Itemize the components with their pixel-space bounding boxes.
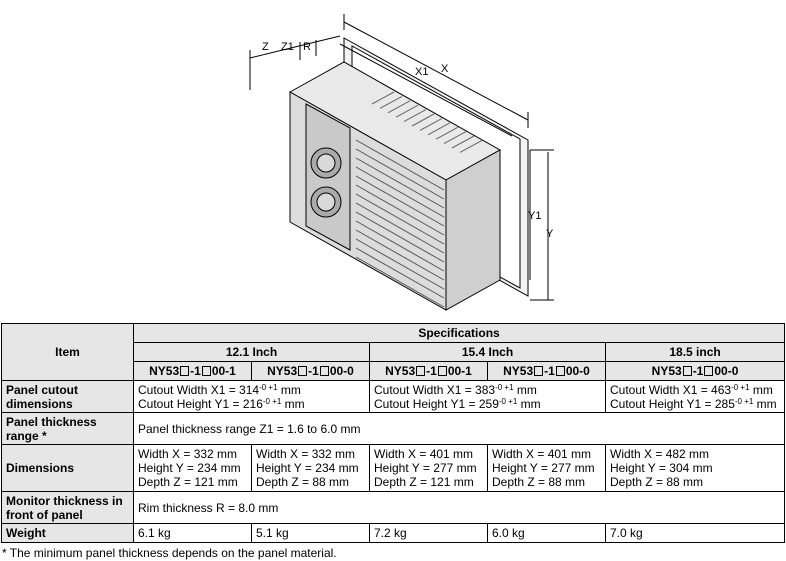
table-row: Monitor thickness in front of panel Rim … (1, 491, 786, 524)
heatsink-fin (355, 139, 445, 191)
top-vent-slot (395, 104, 419, 118)
placeholder-box-icon (319, 366, 329, 376)
table-row: Weight 6.1 kg 5.1 kg 7.2 kg 6.0 kg 7.0 k… (1, 523, 786, 543)
weight-cell: 6.1 kg (133, 523, 252, 543)
size-header-15-4: 15.4 Inch (369, 342, 606, 362)
weight-cell: 5.1 kg (251, 523, 370, 543)
weight-cell: 7.2 kg (369, 523, 488, 543)
footnote-mark: * (2, 546, 7, 560)
heatsink-fin (355, 166, 445, 218)
item-header: Item (1, 323, 134, 381)
specifications-header: Specifications (132, 323, 786, 343)
dim-label-r: R (303, 41, 311, 53)
footnote-text: The minimum panel thickness depends on t… (9, 546, 337, 560)
placeholder-box-icon (704, 366, 714, 376)
weight-cell: 6.0 kg (487, 523, 606, 543)
top-vent-slot (451, 135, 475, 149)
heatsink-fin (355, 184, 445, 236)
heatsink-fin (355, 220, 445, 272)
heatsink-fin (355, 202, 445, 254)
heatsink-fin (355, 256, 445, 308)
placeholder-box-icon (555, 366, 565, 376)
top-vent-slot (435, 126, 459, 140)
placeholder-box-icon (201, 366, 211, 376)
cutout-cell: Cutout Width X1 = 383-0 +1 mm Cutout Hei… (369, 380, 606, 413)
top-vent-slot (411, 113, 435, 127)
placeholder-box-icon (682, 366, 692, 376)
row-label-monitor: Monitor thickness in front of panel (1, 491, 134, 524)
dim-label-x1: X1 (415, 66, 428, 78)
dim-label-z: Z (262, 41, 269, 53)
placeholder-box-icon (437, 366, 447, 376)
top-vent-slot (419, 117, 443, 131)
row-label-weight: Weight (1, 523, 134, 543)
dim-label-y: Y (546, 228, 554, 240)
top-vent-slot (443, 131, 467, 145)
placeholder-box-icon (416, 366, 426, 376)
heatsink-fin (355, 247, 445, 299)
heatsink-fin (355, 157, 445, 209)
monitor-cell: Rim thickness R = 8.0 mm (132, 491, 786, 524)
heatsink-fin (355, 211, 445, 263)
footnote: * The minimum panel thickness depends on… (2, 546, 337, 560)
placeholder-box-icon (298, 366, 308, 376)
row-label-thickness: Panel thickness range * (1, 412, 134, 445)
size-header-18-5: 18.5 inch (604, 342, 786, 362)
placeholder-box-icon (534, 366, 544, 376)
specifications-table: Item Specifications 12.1 Inch 15.4 Inch … (1, 323, 786, 543)
product-dimension-drawing: Z Z1 R X1 X Y1 Y (249, 14, 554, 311)
dim-label-y1: Y1 (528, 210, 541, 222)
heatsink-fin (355, 193, 445, 245)
heatsink-fin (355, 229, 445, 281)
heatsink-fin (355, 238, 445, 290)
dim-label-x: X (441, 63, 449, 75)
row-label-dimensions: Dimensions (1, 444, 134, 492)
thickness-cell: Panel thickness range Z1 = 1.6 to 6.0 mm (132, 412, 786, 445)
top-vent-slot (427, 122, 451, 136)
weight-cell: 7.0 kg (604, 523, 786, 543)
cutout-cell: Cutout Width X1 = 463-0 +1 mm Cutout Hei… (604, 380, 786, 413)
table-row: Panel thickness range * Panel thickness … (1, 412, 786, 445)
row-label-cutout: Panel cutout dimensions (1, 380, 134, 413)
table-row: Panel cutout dimensions Cutout Width X1 … (1, 380, 786, 413)
placeholder-box-icon (180, 366, 190, 376)
heatsink-fin (355, 175, 445, 227)
top-vent-slot (459, 139, 483, 153)
top-vent-slot (371, 91, 395, 105)
dim-label-z1: Z1 (281, 41, 294, 53)
top-vent-slot (403, 109, 427, 123)
cutout-cell: Cutout Width X1 = 314-0 +1 mm Cutout Hei… (133, 380, 370, 413)
size-header-12-1: 12.1 Inch (133, 342, 370, 362)
top-vent-slot (379, 95, 403, 109)
heatsink-fin (355, 148, 445, 200)
top-vent-slot (387, 100, 411, 114)
footnote-mark: * (42, 428, 47, 443)
